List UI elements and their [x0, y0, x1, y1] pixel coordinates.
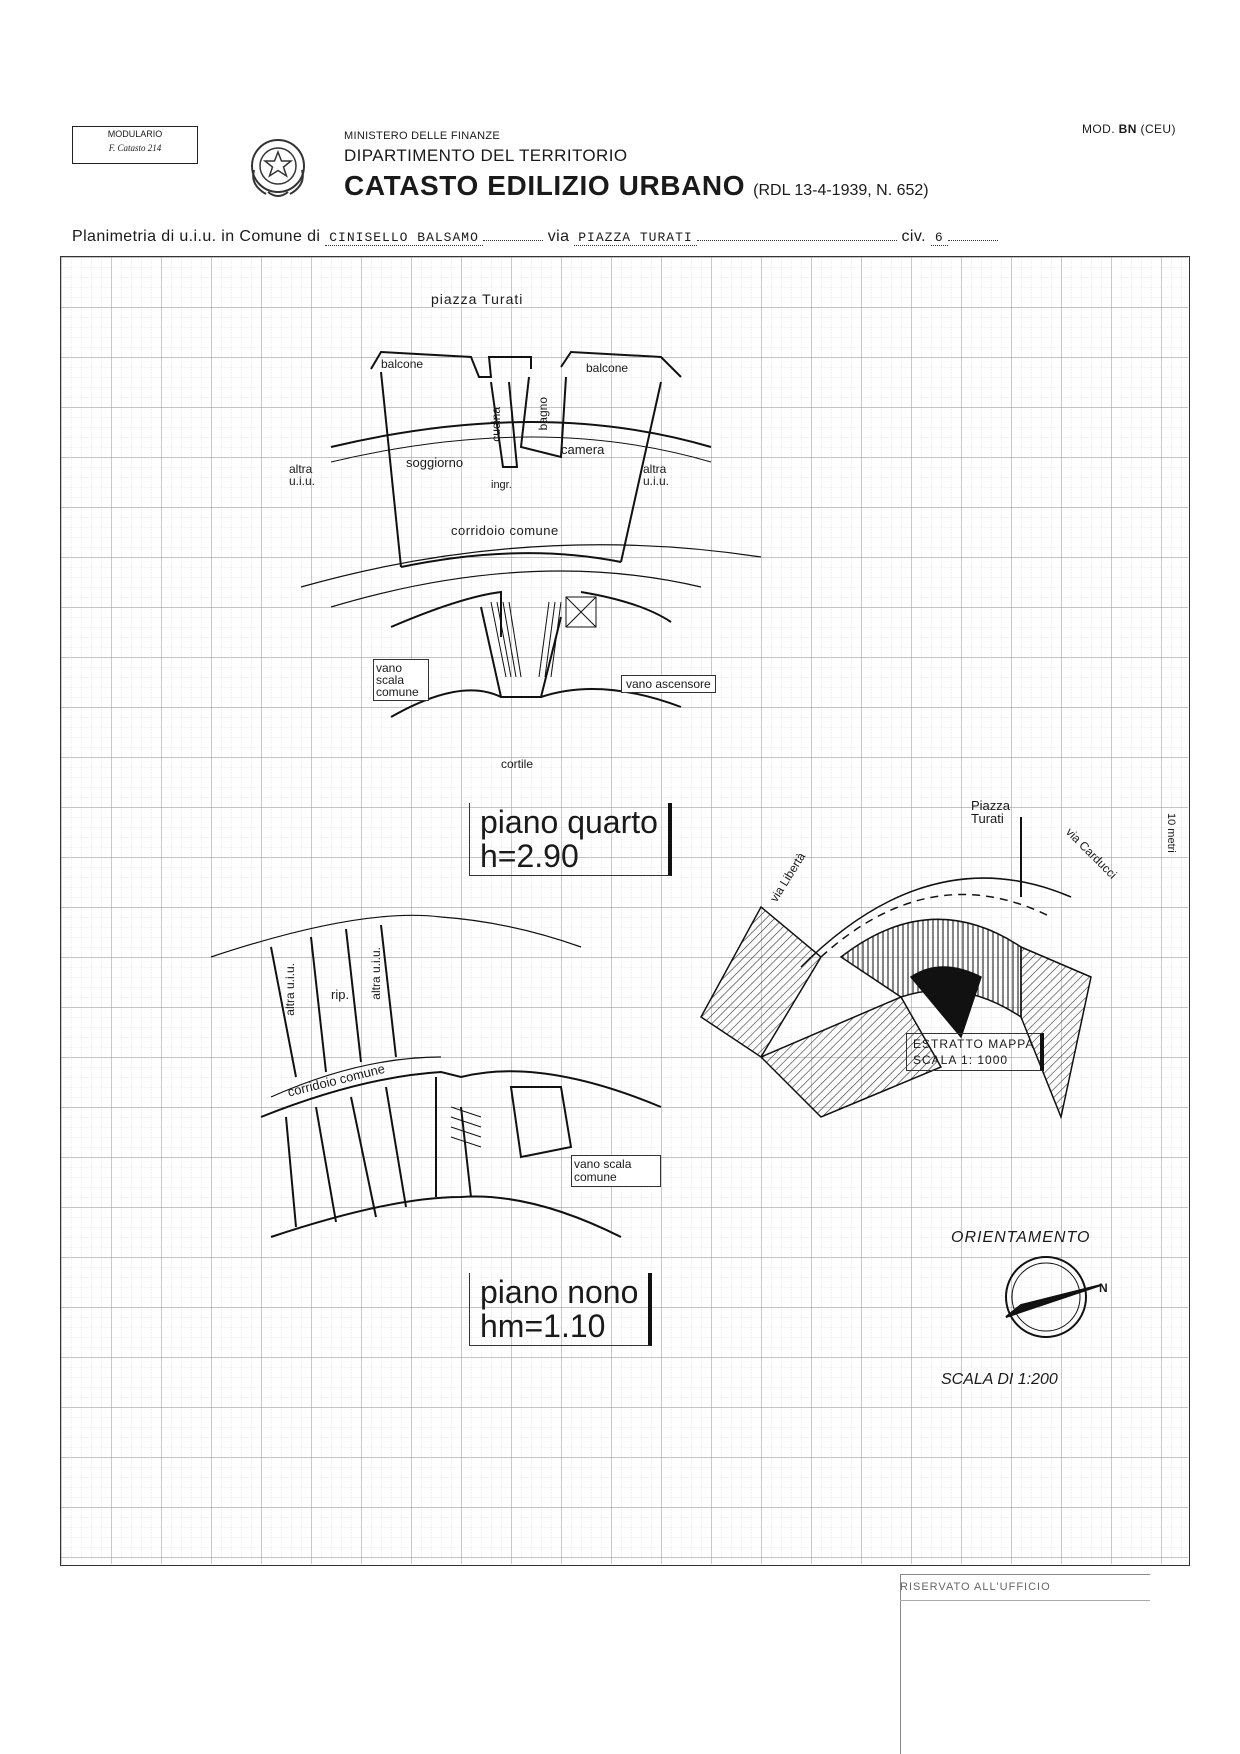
model-code: MOD. BN (CEU) [1082, 122, 1176, 136]
corridoio-label: corridoio comune [451, 523, 559, 538]
estratto-mappa-box: ESTRATTO MAPPA SCALA 1: 1000 [906, 1033, 1045, 1071]
scala-label: SCALA DI 1:200 [941, 1371, 1058, 1388]
nono-altra-left-label: altra u.i.u. [283, 963, 297, 1016]
piano-quarto-height: h=2.90 [480, 838, 579, 874]
office-row-line [900, 1600, 1150, 1601]
republic-emblem-icon [251, 139, 305, 197]
ministero-heading: MINISTERO DELLE FINANZE [344, 130, 501, 142]
balcone-left-label: balcone [381, 357, 424, 371]
comune-value: CINISELLO BALSAMO [325, 230, 483, 246]
piano-quarto-title: piano quarto [480, 804, 658, 840]
piano-nono-title: piano nono [480, 1274, 639, 1310]
floor-plan-drawing [61, 257, 1188, 1564]
civ-value: 6 [930, 230, 948, 246]
via-label: via [547, 228, 570, 245]
catasto-name: CATASTO EDILIZIO URBANO [344, 170, 746, 201]
modulario-box: MODULARIO F. Catasto 214 [72, 126, 198, 164]
planimetria-line: Planimetria di u.i.u. in Comune di CINIS… [72, 228, 1182, 246]
modulario-label: MODULARIO [107, 129, 163, 139]
dipartimento-heading: DIPARTIMENTO DEL TERRITORIO [344, 146, 628, 165]
catasto-title: CATASTO EDILIZIO URBANO (RDL 13-4-1939, N… [344, 170, 929, 202]
nono-rip-label: rip. [331, 987, 350, 1002]
camera-label: camera [561, 442, 605, 457]
altra-uiu-left-label: altra u.i.u. [289, 462, 316, 488]
mod-bn: BN [1118, 122, 1137, 136]
balcone-right-label: balcone [586, 361, 629, 375]
altra-uiu-right-label: altra u.i.u. [643, 462, 670, 488]
nono-altra-right-label: altra u.i.u. [369, 947, 383, 1000]
mod-prefix: MOD. [1082, 122, 1115, 136]
piano-quarto-box: piano quarto h=2.90 [469, 803, 672, 876]
mod-ceu: (CEU) [1140, 122, 1176, 136]
civ-label: civ. [901, 228, 926, 245]
office-column-line [900, 1574, 901, 1754]
cucina-label: cucina [489, 407, 503, 442]
drawing-sheet: piazza Turati balcone balcone cucina bag… [60, 256, 1190, 1566]
estratto-scala-label: SCALA 1: 1000 [913, 1053, 1009, 1067]
bagno-label: bagno [536, 397, 550, 431]
piano-nono-box: piano nono hm=1.10 [469, 1273, 653, 1346]
piano-nono-height: hm=1.10 [480, 1308, 606, 1344]
north-indicator: N [1099, 1281, 1108, 1295]
via-value: PIAZZA TURATI [574, 230, 697, 246]
planimetria-label: Planimetria di u.i.u. in Comune di [72, 228, 321, 245]
soggiorno-label: soggiorno [406, 455, 464, 470]
cortile-label: cortile [501, 757, 534, 771]
nono-vano-scala-label: vano scala comune [571, 1155, 661, 1187]
estratto-label: ESTRATTO MAPPA [913, 1037, 1035, 1051]
vano-scala-label: vano scala comune [373, 659, 429, 701]
modulario-code: F. Catasto 214 [108, 143, 162, 153]
map-scale-bar-label: 10 metri [1165, 813, 1177, 853]
street-label: piazza Turati [431, 291, 524, 307]
riservato-ufficio-label: RISERVATO ALL'UFFICIO [900, 1574, 1150, 1593]
ingresso-label: ingr. [491, 479, 512, 491]
orientamento-label: ORIENTAMENTO [951, 1229, 1091, 1246]
rdl-reference: (RDL 13-4-1939, N. 652) [753, 182, 929, 199]
map-piazza-label: Piazza Turati [971, 798, 1011, 826]
vano-ascensore-label: vano ascensore [621, 675, 716, 693]
